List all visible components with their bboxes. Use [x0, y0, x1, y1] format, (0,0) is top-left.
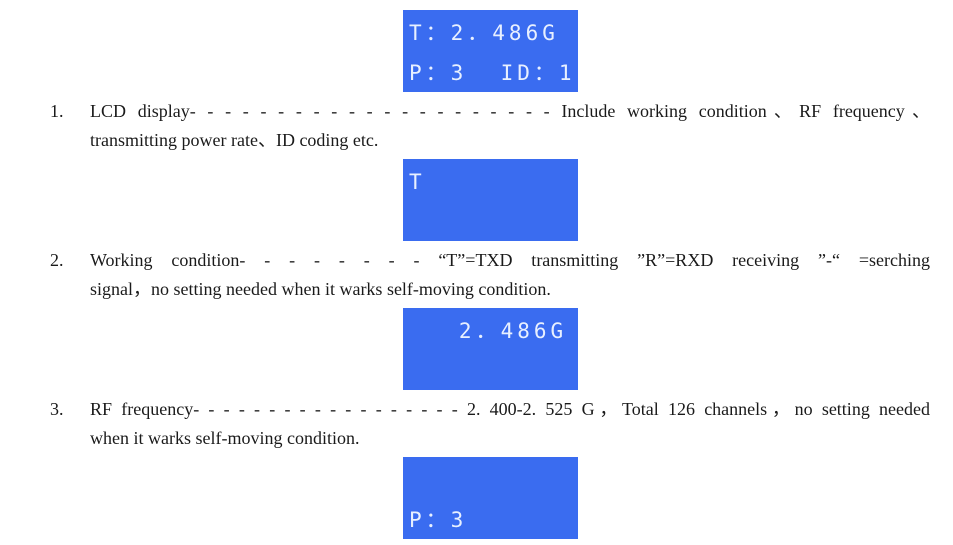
- lcd-line-frequency: 2．486G: [409, 319, 568, 343]
- list-item-text-line-1: Working condition- - - - - - - - “T”=TXD…: [90, 250, 930, 270]
- list-item-text-line-2: when it warks self-moving condition.: [90, 428, 360, 448]
- lcd-display-working-condition: T: [403, 159, 578, 241]
- list-item-number: 3.: [50, 399, 64, 419]
- lcd-display-power: P：3: [403, 457, 578, 539]
- lcd-line-frequency: T：2．486G: [409, 21, 559, 45]
- list-item-text-line-1: LCD display- - - - - - - - - - - - - - -…: [90, 101, 930, 121]
- list-item-number: 2.: [50, 250, 64, 270]
- lcd-line-power: P：3: [409, 508, 468, 532]
- list-item-number: 1.: [50, 101, 64, 121]
- list-item-text-line-1: RF frequency- - - - - - - - - - - - - - …: [90, 399, 930, 419]
- lcd-line-power-id: P：3 ID：1: [409, 61, 576, 85]
- list-item-text-line-2: transmitting power rate、ID coding etc.: [90, 130, 379, 150]
- list-item-text-line-2: signal，no setting needed when it warks s…: [90, 279, 551, 299]
- lcd-display-full: T：2．486G P：3 ID：1: [403, 10, 578, 92]
- lcd-line-condition: T: [409, 170, 426, 194]
- lcd-display-rf-frequency: 2．486G: [403, 308, 578, 390]
